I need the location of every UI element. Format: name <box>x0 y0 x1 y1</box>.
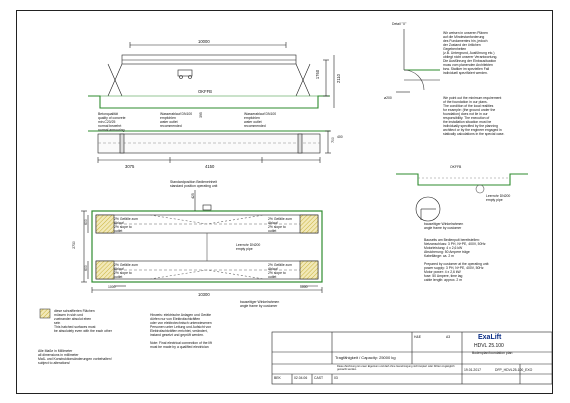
title-block <box>271 331 553 385</box>
dim-plan-d: 600 <box>83 219 88 225</box>
rev-c: CAST <box>314 376 324 380</box>
rev-a: BEK <box>274 376 281 380</box>
model-name: HDVL 25.100 <box>474 343 504 349</box>
dim-seg-mid: 4150 <box>205 164 215 169</box>
format: A3 <box>446 335 451 339</box>
okffb-top: OKFFB <box>198 89 212 94</box>
dim-plan-b: 1000 <box>108 285 116 289</box>
electrical-note: Hinweis: elektrische Anlagen und Geräte … <box>150 313 212 349</box>
capacity-label: Tragfähigkeit / Capacity: 25000 kg <box>335 355 396 360</box>
pit-label-tl: 2% Gefälle zum Ablauf 2% slope to outlet <box>114 217 138 233</box>
foundation-note-de: Wir weisen in unseren Plänen auf die Min… <box>443 31 498 75</box>
pit-label-br: 2% Gefälle zum Ablauf 2% slope to outlet <box>268 263 292 279</box>
drawing-date: 19.01.2017 <box>464 368 481 372</box>
water-outlet-left: Wasserablauf DN100 empfohlen water outle… <box>160 112 193 128</box>
drawing-sheet <box>16 10 553 394</box>
dim-plan-e: 425 <box>190 193 195 199</box>
angle-frame-label: bauseitiger Winkelrahmen angle frame by … <box>240 300 280 308</box>
foundation-note-en: We point out the minimum requirement of … <box>443 96 505 136</box>
units-note: Alle Maße in Millimeter all dimensions i… <box>38 349 112 365</box>
concrete-note: Betonqualität quality of concrete min.C2… <box>98 112 126 132</box>
rev-d: 03 <box>334 376 338 380</box>
drawing-subtitle: Bodenplan/foundation plan <box>472 351 513 355</box>
right-section <box>396 173 528 194</box>
brand-name: ExaLift <box>478 334 502 341</box>
detail-x-label: Detail "X" <box>392 22 407 26</box>
water-outlet-right: Wasserablauf DN100 empfohlen water outle… <box>244 112 277 128</box>
angle-detail <box>415 196 441 222</box>
empty-pipe-label: Leerrohr DN200 empty pipe <box>236 243 261 251</box>
empty-pipe-right: Leerrohr DN200 empty pipe <box>486 194 511 202</box>
dim-plan-length: 10300 <box>198 292 210 297</box>
power-supply-note: Bauseits am Bedienpult bereitstellen: Ne… <box>424 238 490 282</box>
dim-plan-width: 2730 <box>71 241 76 249</box>
dim-seg-left: 3075 <box>125 164 135 169</box>
copyright-note: Diese Zeichnung ist unser Eigentum und d… <box>337 365 455 371</box>
hatch-legend-text: diese schraffierten Flächen müssen in si… <box>54 309 112 333</box>
okffb-right: OKFFB <box>450 165 462 169</box>
angle-frame-right: bauseitiger Winkelrahmen angle frame by … <box>424 222 464 230</box>
dim-section-a: 400 <box>337 135 343 139</box>
dim-depth-left: 395 <box>198 112 203 118</box>
operating-unit-label: Standardposition Bedieneinheit standard … <box>170 180 218 188</box>
detail-x <box>396 29 440 93</box>
stamp: H&E <box>414 335 421 339</box>
section-view <box>88 130 331 163</box>
drawing-number: DFP_HDVL25-100_EXO <box>495 368 533 372</box>
rev-b: 02.04.06 <box>294 376 308 380</box>
dim-plan-c: 1000 <box>300 285 308 289</box>
dim-height-right: 1760 <box>315 69 321 80</box>
plan-view <box>81 190 323 293</box>
dim-height-right-outer: 2110 <box>336 73 342 84</box>
dim-detail-radius: ø200 <box>384 96 392 100</box>
side-elevation <box>88 42 335 109</box>
dim-depth-mid: 700 <box>330 137 335 143</box>
hatch-legend-swatch <box>39 308 51 319</box>
dim-top-length: 10000 <box>198 39 210 44</box>
pit-label-bl: 2% Gefälle zum Ablauf 2% slope to outlet <box>114 263 138 279</box>
pit-label-tr: 2% Gefälle zum Ablauf 2% slope to outlet <box>268 217 292 233</box>
dim-plan-d2: 600 <box>83 265 88 271</box>
